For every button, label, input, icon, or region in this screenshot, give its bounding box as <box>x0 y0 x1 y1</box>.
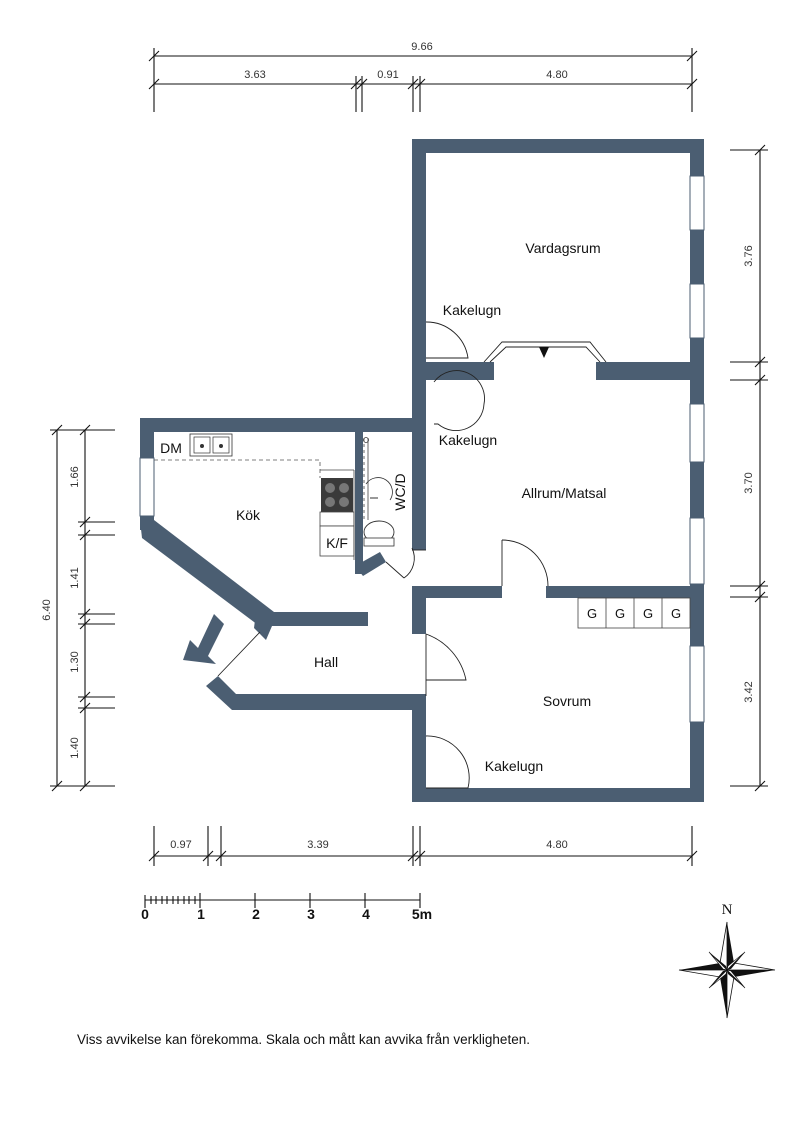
doors <box>217 341 607 696</box>
dim-left-total: 6.40 <box>41 599 53 620</box>
disclaimer-text: Viss avvikelse kan förekomma. Skala och … <box>77 1032 530 1047</box>
dim-bottom-seg-2: 3.39 <box>307 839 328 851</box>
room-label-wcd: WC/D <box>392 473 408 510</box>
dim-right-seg-1: 3.76 <box>743 245 755 266</box>
stove-icon <box>321 478 353 512</box>
washbasin-icon <box>365 477 393 501</box>
scale-label-5m: 5m <box>412 906 432 922</box>
room-label-vardagsrum: Vardagsrum <box>525 240 600 256</box>
fireplaces <box>425 321 485 789</box>
scale-label-2: 2 <box>252 906 260 922</box>
room-labels: Vardagsrum Allrum/Matsal Kök Hall Sovrum… <box>160 240 606 774</box>
scale-label-0: 0 <box>141 906 149 922</box>
dim-right-seg-2: 3.70 <box>743 472 755 493</box>
dim-left-seg-1: 1.66 <box>69 466 81 487</box>
left-dimensions: 6.40 1.66 1.41 1.30 1.40 <box>41 424 115 792</box>
room-label-kf: K/F <box>326 535 348 551</box>
entrance-arrow-icon <box>183 614 224 664</box>
wardrobe-label-2: G <box>615 606 625 621</box>
dim-left-seg-4: 1.40 <box>69 737 81 758</box>
scale-label-4: 4 <box>362 906 370 922</box>
dim-top-total: 9.66 <box>411 41 432 53</box>
bottom-dimensions: 0.97 3.39 4.80 <box>148 826 698 866</box>
wardrobes: G G G G <box>577 597 691 629</box>
walls <box>140 139 704 802</box>
dim-top-seg-1: 3.63 <box>244 69 265 81</box>
top-dimensions: 9.66 3.63 0.91 4.80 <box>148 41 698 112</box>
room-label-allrum: Allrum/Matsal <box>522 485 607 501</box>
scale-bar: 0 1 2 3 4 5m <box>141 893 432 922</box>
windows <box>139 175 705 723</box>
fireplace-label-1: Kakelugn <box>443 302 501 318</box>
dim-left-seg-3: 1.30 <box>69 651 81 672</box>
dim-top-seg-2: 0.91 <box>377 69 398 81</box>
dim-bottom-seg-3: 4.80 <box>546 839 567 851</box>
room-label-dm: DM <box>160 440 182 456</box>
dim-top-seg-3: 4.80 <box>546 69 567 81</box>
fireplace-label-3: Kakelugn <box>485 758 543 774</box>
right-dimensions: 3.76 3.70 3.42 <box>730 144 768 792</box>
scale-label-3: 3 <box>307 906 315 922</box>
compass-north-label: N <box>722 902 733 918</box>
room-label-kok: Kök <box>236 507 261 523</box>
fireplace-label-2: Kakelugn <box>439 432 497 448</box>
dim-left-seg-2: 1.41 <box>69 567 81 588</box>
room-label-sovrum: Sovrum <box>543 693 591 709</box>
scale-label-1: 1 <box>197 906 205 922</box>
kitchen-fixtures <box>154 433 355 560</box>
wardrobe-label-3: G <box>643 606 653 621</box>
dim-right-seg-3: 3.42 <box>743 681 755 702</box>
dim-bottom-seg-1: 0.97 <box>170 839 191 851</box>
bathroom-fixtures <box>363 437 395 547</box>
wardrobe-label-1: G <box>587 606 597 621</box>
compass-rose-icon: N <box>678 902 776 1019</box>
room-label-hall: Hall <box>314 654 338 670</box>
wardrobe-label-4: G <box>671 606 681 621</box>
